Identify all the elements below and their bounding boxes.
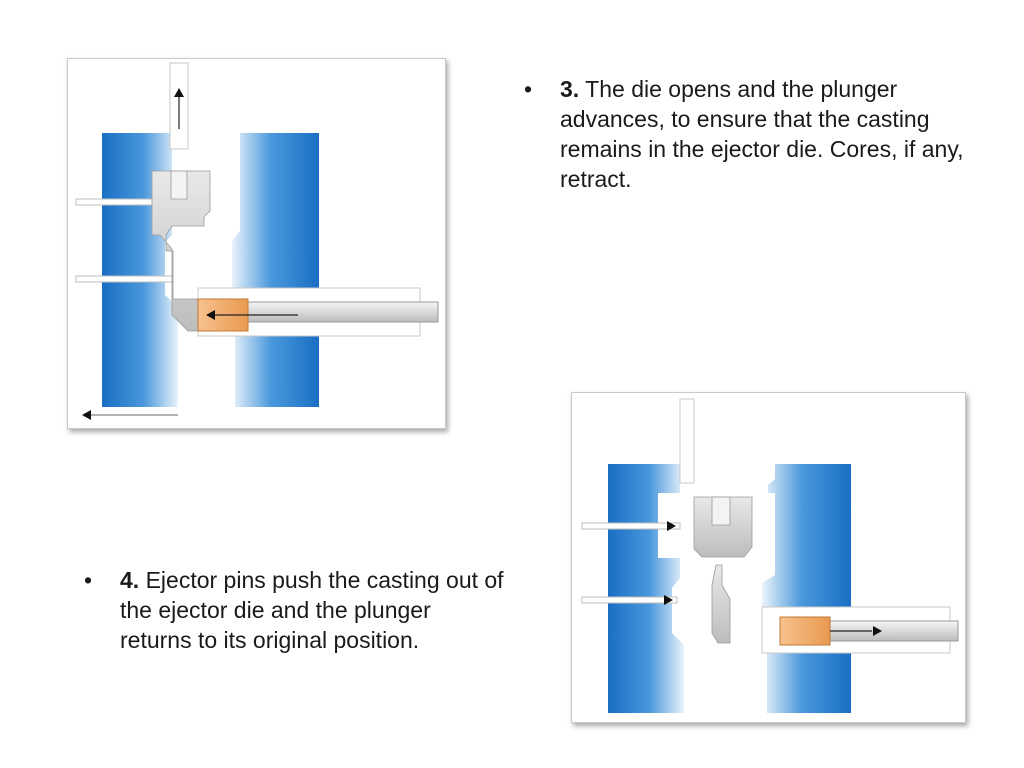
step-4-text: Ejector pins push the casting out of the… <box>120 567 504 653</box>
ejector-pin-upper <box>581 522 681 530</box>
ejector-pin-lower <box>581 596 678 604</box>
arrow-right-icon <box>667 521 676 531</box>
step-4-bullet: • 4. Ejector pins push the casting out o… <box>84 565 504 655</box>
step-4-number: 4. <box>120 567 140 593</box>
arrow-right-icon <box>664 595 673 605</box>
step-4-text-block: 4. Ejector pins push the casting out of … <box>120 565 504 655</box>
ejector-die-shape <box>608 464 684 713</box>
ejection-illustration <box>571 392 966 723</box>
top-rod-shape <box>679 398 695 484</box>
plunger-rod-shape <box>245 301 439 323</box>
arrow-left-icon <box>206 310 215 320</box>
bullet-icon: • <box>84 567 93 593</box>
arrow-right-icon <box>873 626 882 636</box>
step-3-text: The die opens and the plunger advances, … <box>560 76 964 192</box>
cover-die-shape <box>232 133 319 407</box>
step-3-text-block: 3. The die opens and the plunger advance… <box>560 74 964 194</box>
step-3-bullet: • 3. The die opens and the plunger advan… <box>524 74 964 194</box>
ejector-pin-lower <box>75 275 173 283</box>
arrow-up-icon <box>174 88 184 97</box>
casting-shape <box>151 170 211 332</box>
arrow-left-icon <box>82 410 91 420</box>
ejected-casting-shape <box>693 496 753 558</box>
step-3-number: 3. <box>560 76 580 102</box>
cover-die-shape <box>762 464 851 713</box>
plunger-tip-shape <box>779 616 831 646</box>
bullet-icon: • <box>524 76 533 102</box>
die-opening-illustration <box>67 58 446 429</box>
